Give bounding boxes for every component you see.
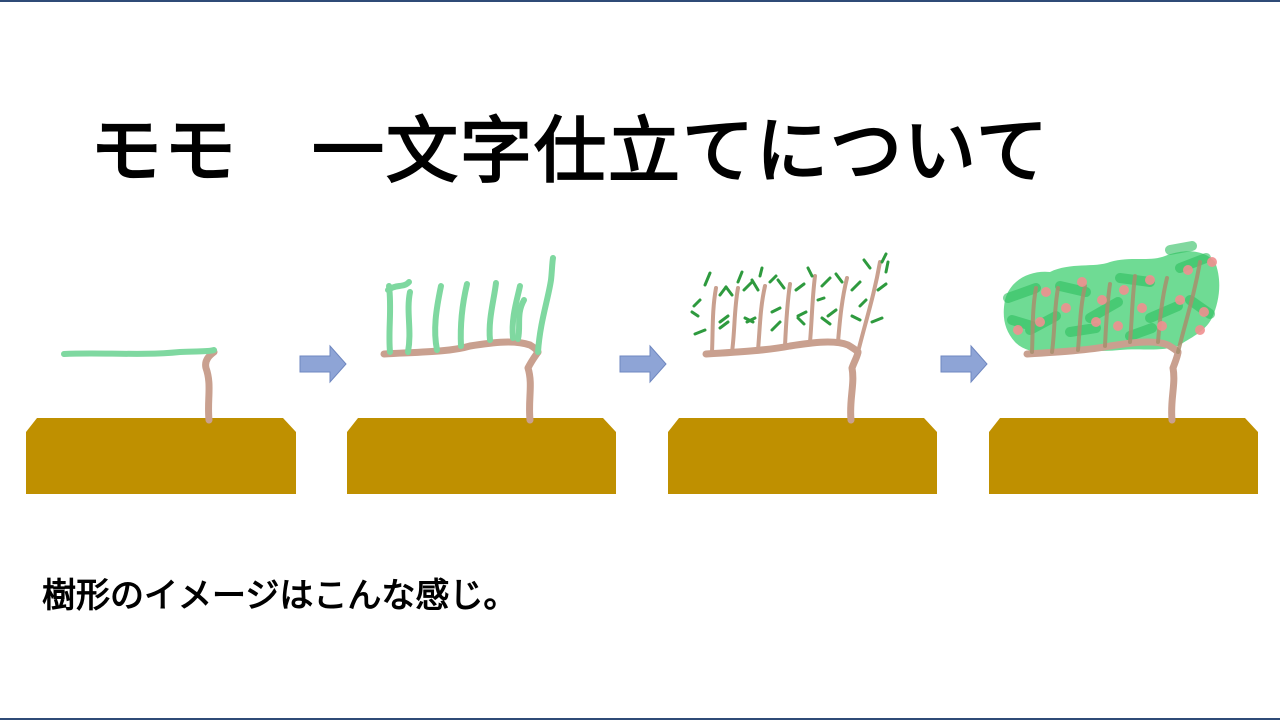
branches xyxy=(710,260,882,354)
new-shoot xyxy=(61,347,217,357)
leaves xyxy=(690,252,890,336)
stage-2-upright-shoots xyxy=(347,255,616,494)
stage-3-leafing-branches xyxy=(668,252,937,494)
trunk xyxy=(847,348,862,424)
arrow-3 xyxy=(940,344,988,384)
trunk xyxy=(1168,348,1182,424)
peach-fruits xyxy=(1013,257,1217,335)
bottom-border xyxy=(0,718,1280,720)
soil-block xyxy=(989,418,1258,494)
soil-block xyxy=(347,418,616,494)
scaffold-branch xyxy=(1023,338,1182,358)
soil-block xyxy=(668,418,937,494)
scaffold-branch xyxy=(702,338,862,358)
slide-title: モモ 一文字仕立てについて xyxy=(90,109,1050,193)
upright-shoots xyxy=(385,255,556,355)
arrow-2 xyxy=(619,344,667,384)
caption-text: 樹形のイメージはこんな感じ。 xyxy=(42,576,518,616)
top-border xyxy=(0,0,1280,2)
scaffold-branch xyxy=(380,338,542,358)
trunk xyxy=(202,348,218,424)
stage-4-fruiting-canopy xyxy=(989,241,1258,494)
soil-block xyxy=(26,418,296,494)
arrow-1 xyxy=(299,344,347,384)
trunk xyxy=(524,348,542,424)
stage-1-single-shoot xyxy=(26,347,296,494)
branches xyxy=(1030,260,1202,354)
